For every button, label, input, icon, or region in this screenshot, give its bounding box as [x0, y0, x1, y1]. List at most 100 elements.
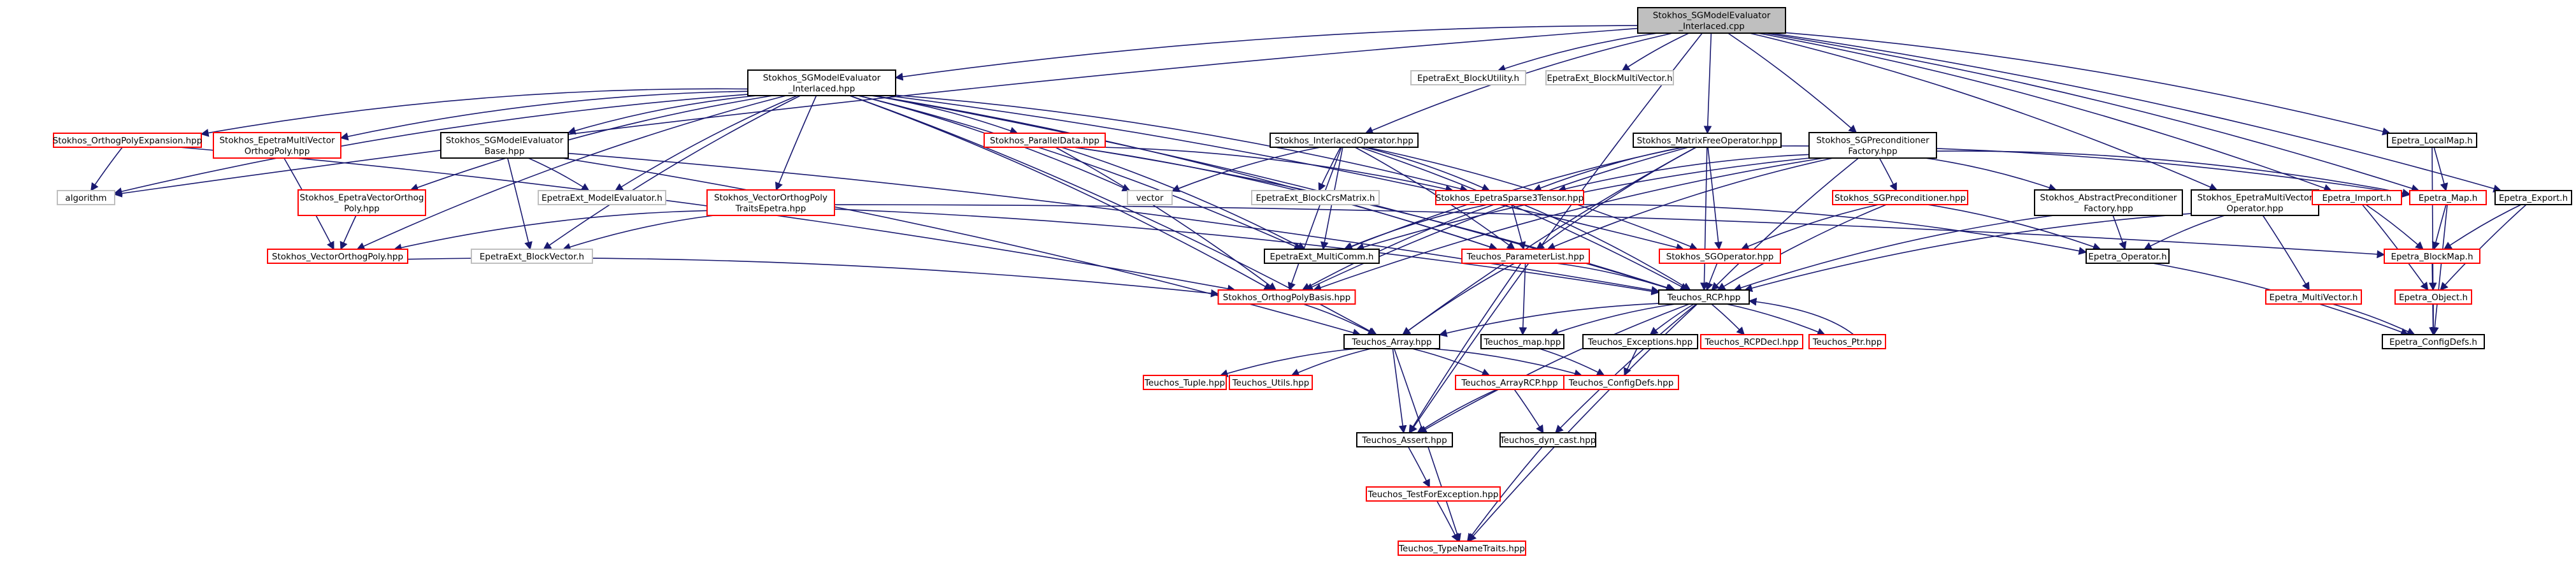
node-arr[interactable]: Teuchos_Array.hpp [1343, 334, 1440, 349]
edge-exc-to-tcd [1624, 348, 1638, 377]
edge-sgme_int_hpp-to-vop [356, 95, 787, 250]
edge-apf-to-eop [2112, 215, 2127, 250]
edge-rcp-to-ast [1418, 303, 1690, 433]
edge-tmap-to-tcd [1539, 348, 1605, 376]
node-bmap[interactable]: Epetra_BlockMap.h [2384, 249, 2480, 264]
node-label: Teuchos_ConfigDefs.hpp [1568, 378, 1674, 388]
node-label: Stokhos_EpetraMultiVector [219, 136, 335, 146]
node-lmap[interactable]: Epetra_LocalMap.h [2387, 133, 2477, 148]
node-label: Teuchos_dyn_cast.hpp [1499, 435, 1596, 446]
node-vop[interactable]: Stokhos_VectorOrthogPoly.hpp [267, 249, 408, 264]
node-box [1461, 249, 1590, 264]
node-rcp[interactable]: Teuchos_RCP.hpp [1658, 289, 1750, 305]
node-label: Teuchos_RCP.hpp [1667, 293, 1741, 303]
edge-imp-to-bmap [2365, 204, 2424, 250]
node-label: Epetra_LocalMap.h [2391, 136, 2473, 146]
edge-arcp-to-ast [1417, 389, 1498, 433]
node-mfo[interactable]: Stokhos_MatrixFreeOperator.hpp [1633, 133, 1782, 148]
node-label: Teuchos_Array.hpp [1351, 337, 1431, 347]
edge-map-to-ecd [2430, 204, 2448, 336]
edge-iop-to-bcrs [1318, 147, 1342, 192]
node-dyn[interactable]: Teuchos_dyn_cast.hpp [1499, 432, 1596, 447]
node-pl[interactable]: Teuchos_ParameterList.hpp [1461, 249, 1590, 264]
edge-sgpf-to-map [1936, 150, 2411, 197]
node-box [2312, 190, 2402, 205]
node-tcd[interactable]: Teuchos_ConfigDefs.hpp [1563, 375, 1679, 390]
node-box [440, 132, 569, 159]
nodes-layer: Stokhos_SGModelEvaluator_Interlaced.cppS… [53, 7, 2572, 556]
node-tup[interactable]: Teuchos_Tuple.hpp [1143, 375, 1227, 390]
edge-pd-to-mc [1061, 147, 1306, 250]
node-ecd[interactable]: Epetra_ConfigDefs.h [2382, 334, 2485, 349]
node-exc[interactable]: Teuchos_Exceptions.hpp [1582, 334, 1698, 349]
node-exp[interactable]: Epetra_Export.h [2494, 190, 2572, 205]
node-apf[interactable]: Stokhos_AbstractPreconditionerFactory.hp… [2034, 189, 2183, 216]
edge-root-to-bmv [1621, 33, 1689, 71]
edge-rcp-to-ptr [1726, 303, 1826, 336]
node-box [1217, 289, 1356, 305]
edge-lmap-to-map [2433, 147, 2449, 192]
edge-sgpf-to-rcp [1711, 157, 1859, 291]
node-box [1499, 432, 1596, 447]
node-eop[interactable]: Epetra_Operator.h [2086, 249, 2170, 264]
node-label: Epetra_MultiVector.h [2270, 293, 2358, 303]
node-root[interactable]: Stokhos_SGModelEvaluator_Interlaced.cpp [1637, 7, 1786, 34]
node-obj[interactable]: Epetra_Object.h [2394, 289, 2472, 305]
node-label: Teuchos_Ptr.hpp [1812, 337, 1882, 347]
node-sgop[interactable]: Stokhos_SGOperator.hpp [1659, 249, 1781, 264]
node-est[interactable]: Stokhos_EpetraSparse3Tensor.hpp [1435, 190, 1584, 205]
node-ast[interactable]: Teuchos_Assert.hpp [1356, 432, 1453, 447]
node-opb[interactable]: Stokhos_OrthogPolyBasis.hpp [1217, 289, 1356, 305]
node-tnt[interactable]: Teuchos_TypeNameTraits.hpp [1398, 541, 1526, 556]
node-sgp[interactable]: Stokhos_SGPreconditioner.hpp [1832, 190, 1968, 205]
edge-pl-to-ast [1408, 263, 1522, 434]
node-label: _Interlaced.hpp [788, 84, 855, 94]
node-iop[interactable]: Stokhos_InterlacedOperator.hpp [1270, 133, 1419, 148]
node-bu[interactable]: EpetraExt_BlockUtility.h [1410, 70, 1526, 85]
node-label: Factory.hpp [1848, 147, 1897, 157]
node-map[interactable]: Epetra_Map.h [2409, 190, 2487, 205]
edge-arr-to-tcd [1431, 348, 1583, 378]
node-imp[interactable]: Epetra_Import.h [2312, 190, 2402, 205]
edge-sgme_int_hpp-to-sgop [887, 95, 1685, 252]
edge-sgme_int_hpp-to-vopte [775, 95, 817, 191]
node-label: Teuchos_Tuple.hpp [1144, 378, 1225, 388]
node-utl[interactable]: Teuchos_Utils.hpp [1229, 375, 1313, 390]
node-sgme_int_hpp[interactable]: Stokhos_SGModelEvaluator_Interlaced.hpp [747, 69, 896, 96]
node-box [747, 69, 896, 96]
node-rcpd[interactable]: Teuchos_RCPDecl.hpp [1700, 334, 1803, 349]
edge-root-to-lmap [1785, 32, 2391, 136]
node-bcrs[interactable]: EpetraExt_BlockCrsMatrix.h [1251, 190, 1380, 205]
node-label: Stokhos_OrthogPolyExpansion.hpp [53, 136, 203, 146]
node-vec[interactable]: vector [1127, 190, 1173, 205]
node-pd[interactable]: Stokhos_ParallelData.hpp [984, 133, 1106, 148]
edge-ptr-to-rcp [1748, 298, 1854, 335]
node-me[interactable]: EpetraExt_ModelEvaluator.h [538, 190, 666, 205]
node-box [1808, 334, 1886, 349]
edge-ope-to-opb [179, 147, 1236, 293]
node-bv[interactable]: EpetraExt_BlockVector.h [471, 249, 593, 264]
edge-sgme_int_hpp-to-opb [849, 95, 1273, 291]
edge-imp-to-obj [2361, 204, 2429, 291]
node-mc[interactable]: EpetraExt_MultiComm.h [1264, 249, 1380, 264]
edge-mfo-to-sgop [1707, 147, 1722, 250]
node-box [1435, 190, 1584, 205]
node-bmv[interactable]: EpetraExt_BlockMultiVector.h [1545, 70, 1674, 85]
node-emv[interactable]: Epetra_MultiVector.h [2265, 289, 2362, 305]
edge-mfo-to-arr [1402, 147, 1697, 335]
node-box [1127, 190, 1173, 205]
edge-vopte-to-bv [562, 215, 714, 251]
node-ptr[interactable]: Teuchos_Ptr.hpp [1808, 334, 1886, 349]
node-tmap[interactable]: Teuchos_map.hpp [1480, 334, 1564, 349]
node-ope[interactable]: Stokhos_OrthogPolyExpansion.hpp [53, 133, 203, 148]
node-arcp[interactable]: Teuchos_ArrayRCP.hpp [1455, 375, 1564, 390]
edge-pl-to-tmap [1519, 263, 1528, 336]
node-tfe[interactable]: Teuchos_TestForException.hpp [1366, 486, 1501, 502]
node-algo[interactable]: algorithm [57, 190, 115, 205]
